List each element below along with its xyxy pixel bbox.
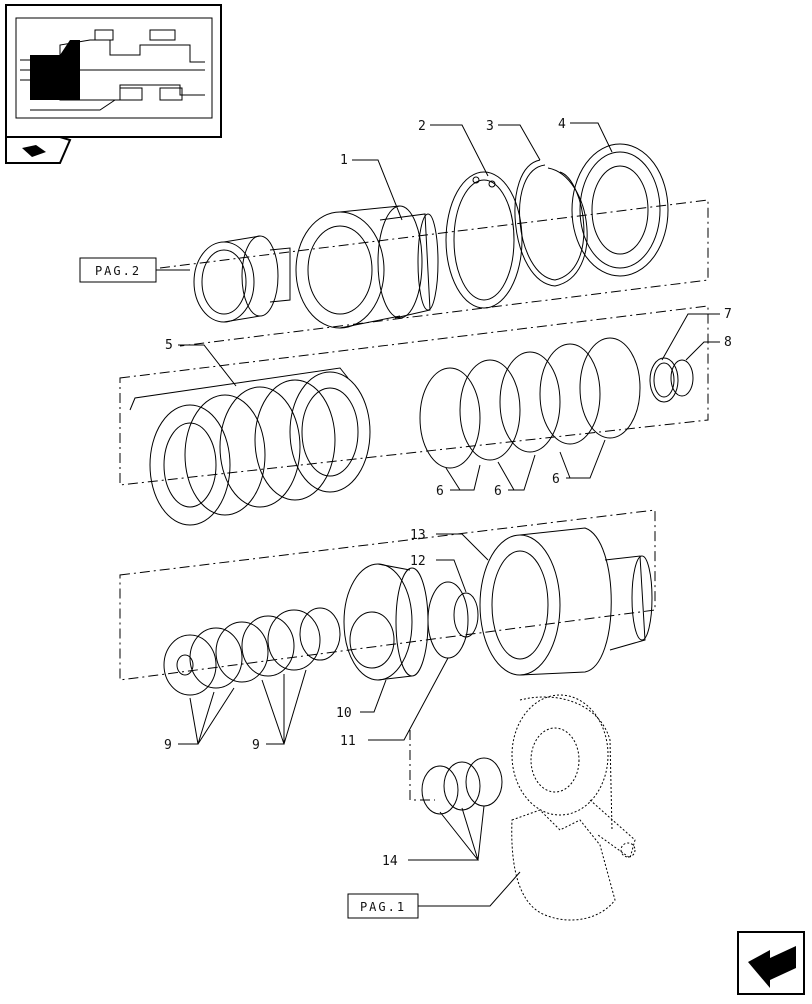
shaft-gear-ref-pag2 [193, 235, 291, 323]
part-6-springs [419, 337, 641, 469]
callout-10: 10 [336, 706, 352, 721]
part-13-clutch-drum [479, 527, 653, 676]
callout-6a: 6 [436, 484, 444, 499]
next-page-arrow-icon[interactable] [737, 931, 805, 995]
callout-13: 13 [410, 528, 426, 543]
callout-12: 12 [410, 554, 426, 569]
ref-label-pag1: PAG.1 [360, 900, 406, 914]
part-11-seal-ring [427, 581, 469, 659]
leader-lines [156, 122, 720, 907]
part-3-split-ring [514, 159, 588, 287]
part-7-ring [649, 357, 679, 403]
group-frame-middle [119, 305, 709, 486]
callout-8: 8 [724, 335, 732, 350]
ref-box-pag2[interactable]: PAG.2 [79, 257, 157, 283]
callout-6b: 6 [494, 484, 502, 499]
housing-ref-pag1 [409, 694, 636, 921]
callout-3: 3 [486, 119, 494, 134]
part-14-snap-rings [421, 757, 503, 815]
part-10-piston [343, 563, 429, 681]
part-8-ring [670, 359, 694, 397]
callout-14: 14 [382, 854, 398, 869]
callout-7: 7 [724, 307, 732, 322]
callout-labels: 1 2 3 4 5 6 6 6 7 8 9 9 10 11 12 13 14 [164, 117, 732, 869]
part-2-snap-ring [445, 171, 523, 309]
callout-5: 5 [165, 338, 173, 353]
part-9-disc-springs [163, 607, 341, 696]
ref-box-pag1[interactable]: PAG.1 [347, 893, 419, 919]
section-marker-icon [5, 136, 72, 164]
part-12-seal-ring [453, 592, 479, 638]
callout-1: 1 [340, 153, 348, 168]
callout-6c: 6 [552, 472, 560, 487]
callout-11: 11 [340, 734, 356, 749]
assembly-thumbnail[interactable] [5, 4, 222, 138]
part-1-gear-hub [295, 205, 439, 329]
ref-label-pag2: PAG.2 [95, 264, 141, 278]
part-4-gear-ring [571, 143, 669, 277]
part-5-clutch-disc-pack [129, 367, 371, 526]
callout-2: 2 [418, 119, 426, 134]
callout-4: 4 [558, 117, 566, 132]
callout-9a: 9 [164, 738, 172, 753]
group-frame-bottom [119, 509, 656, 681]
callout-9b: 9 [252, 738, 260, 753]
